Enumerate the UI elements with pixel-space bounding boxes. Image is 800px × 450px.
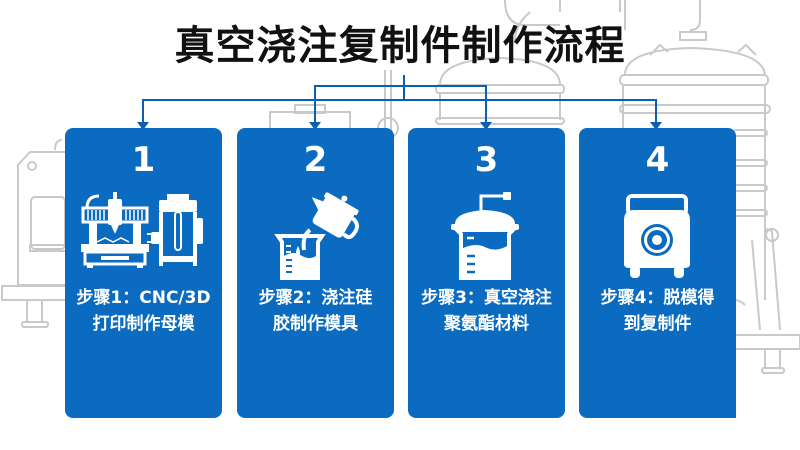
step-card-1: 1	[65, 128, 222, 418]
step-label-line1: 步骤4：脱模得	[600, 288, 715, 308]
step-label-line2: 聚氨酯材料	[444, 314, 529, 334]
mold-release-device-icon	[579, 190, 736, 280]
step-number: 1	[131, 140, 156, 180]
cnc-machine-and-3d-printer-icon	[65, 190, 222, 280]
step-label-line1: 步骤1：CNC/3D	[76, 288, 211, 308]
step-card-2: 2	[237, 128, 394, 418]
step-card-3: 3 步骤3：真空浇注 聚氨酯材料	[408, 128, 565, 418]
step-number: 3	[474, 140, 499, 180]
step-label: 步骤4：脱模得 到复制件	[583, 285, 732, 337]
arrow-to-step4-icon	[650, 122, 662, 130]
step-label-line1: 步骤2：浇注硅	[258, 288, 373, 308]
pouring-kettle-into-beaker-icon	[237, 190, 394, 280]
step-label: 步骤2：浇注硅 胶制作模具	[241, 285, 390, 337]
tank-left-lineart	[435, 56, 565, 125]
step-label: 步骤1：CNC/3D 打印制作母模	[69, 285, 218, 337]
vacuum-covered-beaker-icon	[408, 190, 565, 280]
step-label: 步骤3：真空浇注 聚氨酯材料	[412, 285, 561, 337]
step-card-4: 4 步骤4：脱模得 到复制件	[579, 128, 736, 418]
step-number: 2	[303, 140, 328, 180]
arrow-to-step2-icon	[309, 122, 321, 130]
step-number: 4	[645, 140, 670, 180]
step-label-line2: 胶制作模具	[273, 314, 358, 334]
arrow-to-step1-icon	[137, 122, 149, 130]
arrow-to-step3-icon	[480, 122, 492, 130]
page-title: 真空浇注复制件制作流程	[174, 23, 626, 69]
step-label-line2: 打印制作母模	[92, 314, 195, 334]
step-label-line2: 到复制件	[623, 314, 692, 334]
step-label-line1: 步骤3：真空浇注	[421, 288, 552, 308]
